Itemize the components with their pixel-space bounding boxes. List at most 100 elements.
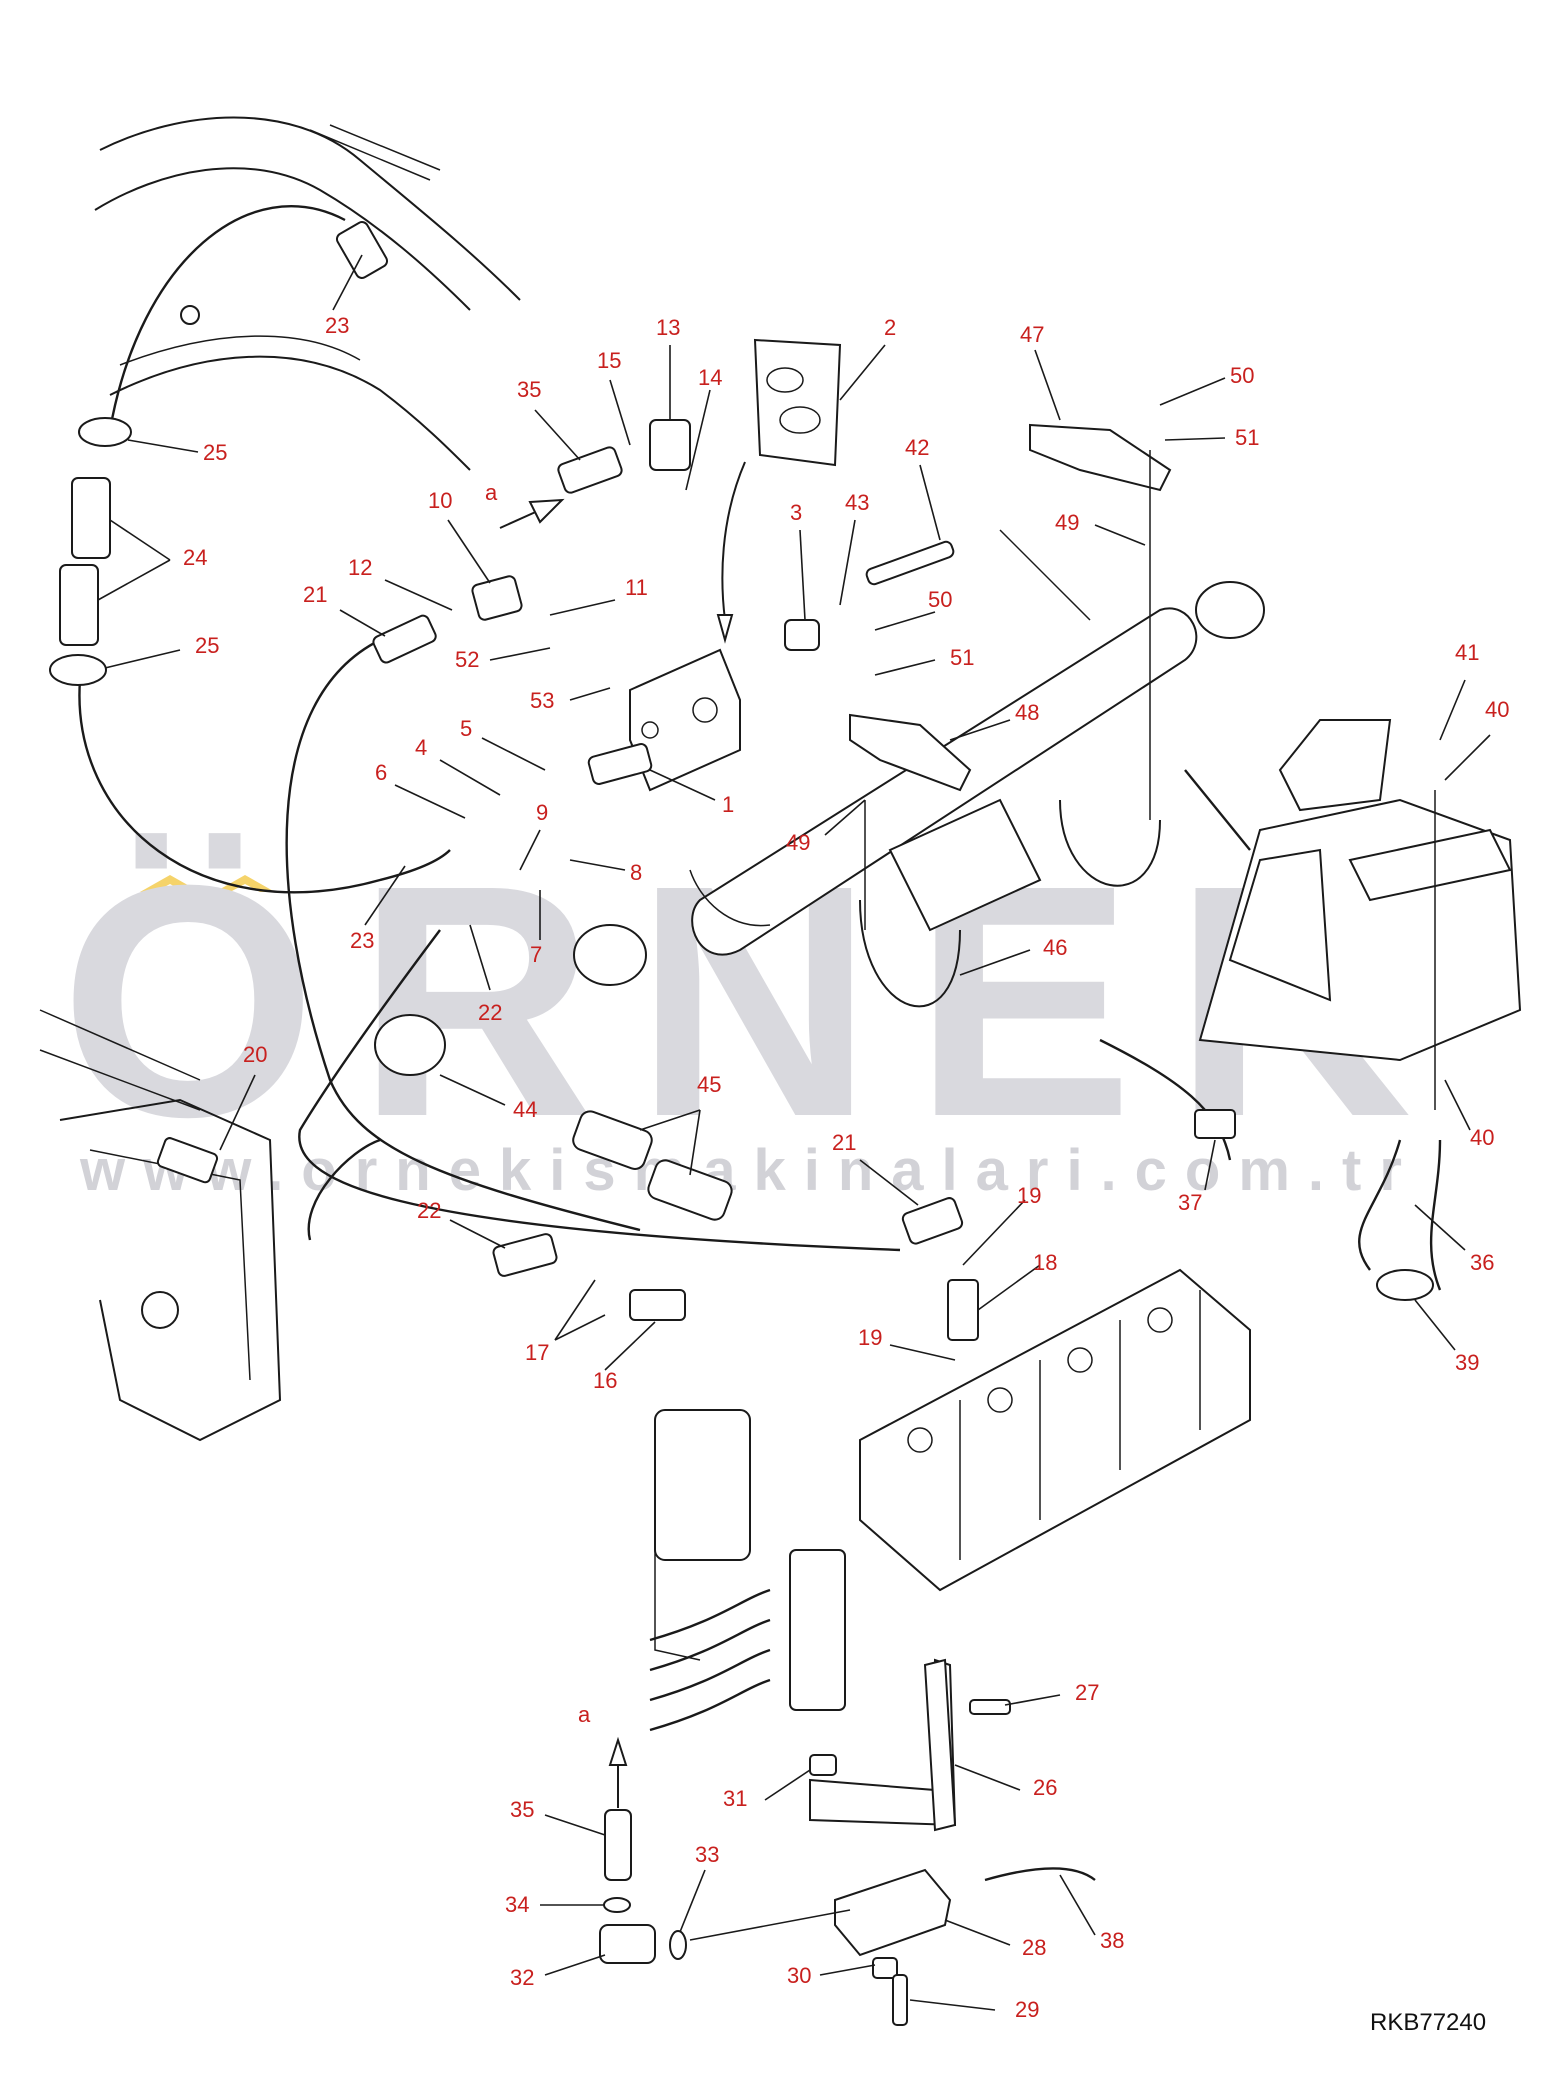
elbow-13 [649,419,691,471]
leader-48 [949,719,1011,741]
part-20 [156,1137,219,1184]
band-clamp-44 [374,1014,446,1076]
control-valve-bank [859,1268,1251,1592]
callout-35-bot: 35 [510,1797,534,1822]
cylinder-leader [999,529,1091,621]
leader-37 [1204,1139,1216,1191]
boom-outline-lower2 [119,335,361,366]
arrow-label-a-top: a [485,480,498,505]
swivel-hoses [649,1588,771,1732]
callout-1: 1 [722,792,734,817]
wiring-36b [1429,1139,1442,1291]
watermark-url: www.ornekismakinalari.com.tr [79,1138,1420,1203]
line-art [39,116,1522,2026]
callout-13: 13 [656,315,680,340]
callout-47: 47 [1020,322,1044,347]
frame-left [59,1098,282,1442]
leader-40-top [1444,734,1491,781]
callout-52: 52 [455,647,479,672]
boom-pin [180,305,200,325]
boom-outline-lower [109,355,471,471]
callout-23-top: 23 [325,313,349,338]
callout-48: 48 [1015,700,1039,725]
leader-11 [549,599,616,616]
hose-left-loop [78,679,451,894]
callout-3: 3 [790,500,802,525]
wiring-harness-37 [1099,1038,1232,1161]
pressure-switch-28 [834,1868,952,1957]
valve-port-b [641,721,659,739]
o-ring-33 [669,1930,687,1960]
leader-42 [919,464,941,541]
cable-38 [984,1867,1096,1882]
callout-10: 10 [428,488,452,513]
connector-37 [1194,1109,1236,1139]
leader-9 [519,829,541,871]
seal-kit-pointer-head [716,614,734,644]
tee-16 [629,1289,686,1321]
valve-bank-port-2 [987,1387,1013,1413]
callout-19-top: 19 [1017,1183,1041,1208]
leader-23-top [332,254,363,311]
hose-left-long [285,638,641,1232]
leader-30 [819,1964,876,1976]
wiring-36 [1358,1139,1402,1271]
frame-left-inner [89,1149,251,1381]
hose-center-long [298,929,901,1252]
hose-piece-24a [71,477,111,559]
leader-45b [689,1109,701,1176]
cylinder-eye-left [573,924,647,986]
adapter-3 [784,619,820,651]
callout-41: 41 [1455,640,1479,665]
callout-40-top: 40 [1485,697,1509,722]
leader-46 [959,949,1031,976]
bracket-26-vertical [923,1658,957,1832]
leader-39 [1414,1299,1456,1351]
callout-21-mid: 21 [832,1130,856,1155]
swivel-lower [654,1500,701,1661]
leader-18 [977,1264,1041,1311]
leader-5 [481,737,546,771]
joystick-pad [1278,719,1392,812]
joystick-lever [1184,769,1251,851]
leader-45a [639,1109,701,1131]
leader-52 [489,647,551,661]
valve-port-a [692,697,718,723]
valve-bank-port-1 [907,1427,933,1453]
leader-2 [839,344,886,401]
leader-27 [1004,1694,1061,1706]
callout-14: 14 [698,365,722,390]
leader-40-bot [1444,1079,1471,1131]
drawing-reference-code: RKB77240 [1370,2009,1486,2036]
callout-40-bot: 40 [1470,1125,1494,1150]
callout-18: 18 [1033,1250,1057,1275]
leader-19-bot [889,1344,956,1361]
fitting-21-left [372,614,437,664]
valve-block-1 [629,648,741,792]
leader-25-top [127,439,199,453]
callout-15: 15 [597,348,621,373]
callout-27: 27 [1075,1680,1099,1705]
leader-22-mid [469,924,491,991]
callout-46: 46 [1043,935,1067,960]
seal-ring-a [766,367,804,393]
callout-9: 9 [536,800,548,825]
leader-19-top [962,1199,1026,1266]
callout-53: 53 [530,688,554,713]
washer-30 [872,1957,898,1979]
hose-piece-24b [59,564,99,646]
callout-45: 45 [697,1072,721,1097]
callout-22-mid: 22 [478,1000,502,1025]
callout-31: 31 [723,1786,747,1811]
leader-50-top [1159,377,1226,406]
boom-outline-inner [94,167,471,311]
callout-50-top: 50 [1230,363,1254,388]
callout-8: 8 [630,860,642,885]
clamp-25-bottom [49,654,107,686]
clamp-plate-46 [888,798,1042,932]
elbow-32 [599,1924,656,1964]
hose-piece-45a [572,1110,653,1170]
callout-32: 32 [510,1965,534,1990]
leader-17a [554,1279,596,1341]
callout-25-top: 25 [203,440,227,465]
